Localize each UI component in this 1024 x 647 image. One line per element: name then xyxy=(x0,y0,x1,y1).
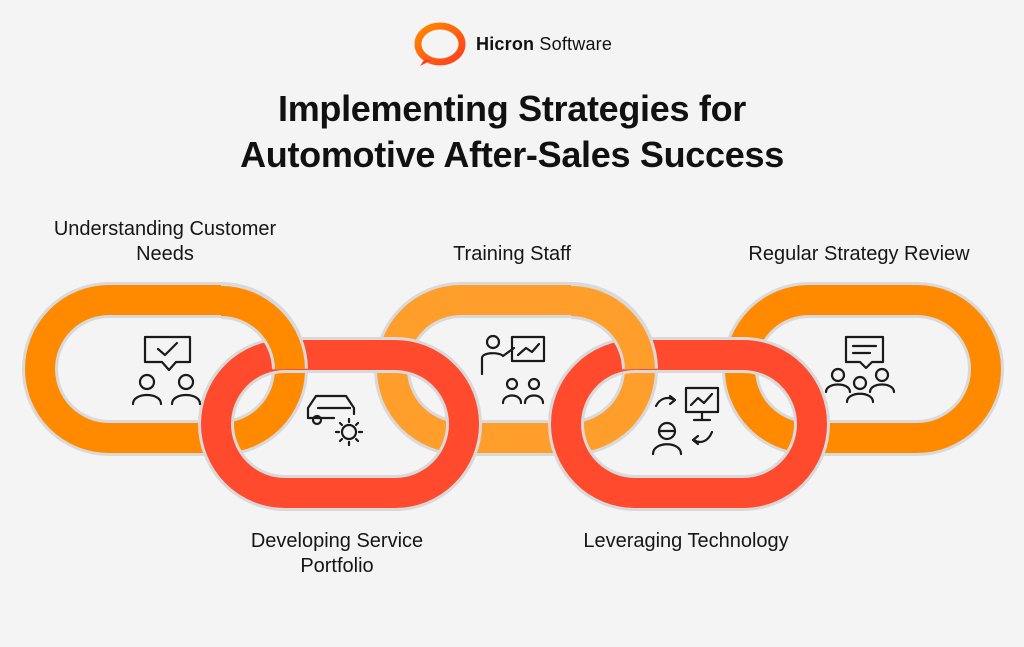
team-discussion-icon xyxy=(824,335,896,404)
chain-overlap-segments xyxy=(220,283,658,371)
hicron-logo-mark-icon xyxy=(414,22,466,66)
logo-brand-bold: Hicron xyxy=(476,33,535,54)
car-gear-icon xyxy=(306,394,364,447)
chain-link-2 xyxy=(198,337,482,511)
step-label-developing-service-portfolio: Developing Service Portfolio xyxy=(250,530,424,577)
hicron-logo: Hicron Software xyxy=(414,22,612,66)
step-label-training-staff: Training Staff xyxy=(453,243,571,265)
step-label-understanding-customer-needs: Understanding Customer Needs xyxy=(53,218,277,265)
logo-wordmark: Hicron Software xyxy=(476,34,612,55)
title-line-1: Implementing Strategies for xyxy=(278,88,746,129)
chain-link-4 xyxy=(548,337,830,511)
title-line-2: Automotive After-Sales Success xyxy=(240,134,784,175)
step-label-leveraging-technology: Leveraging Technology xyxy=(583,530,789,552)
presentation-training-icon xyxy=(480,334,546,405)
logo-brand-light: Software xyxy=(539,33,613,54)
step-label-regular-strategy-review: Regular Strategy Review xyxy=(748,243,970,265)
page-title: Implementing Strategies for Automotive A… xyxy=(0,86,1024,178)
customer-feedback-icon xyxy=(131,335,202,406)
user-analytics-icon xyxy=(651,386,720,456)
